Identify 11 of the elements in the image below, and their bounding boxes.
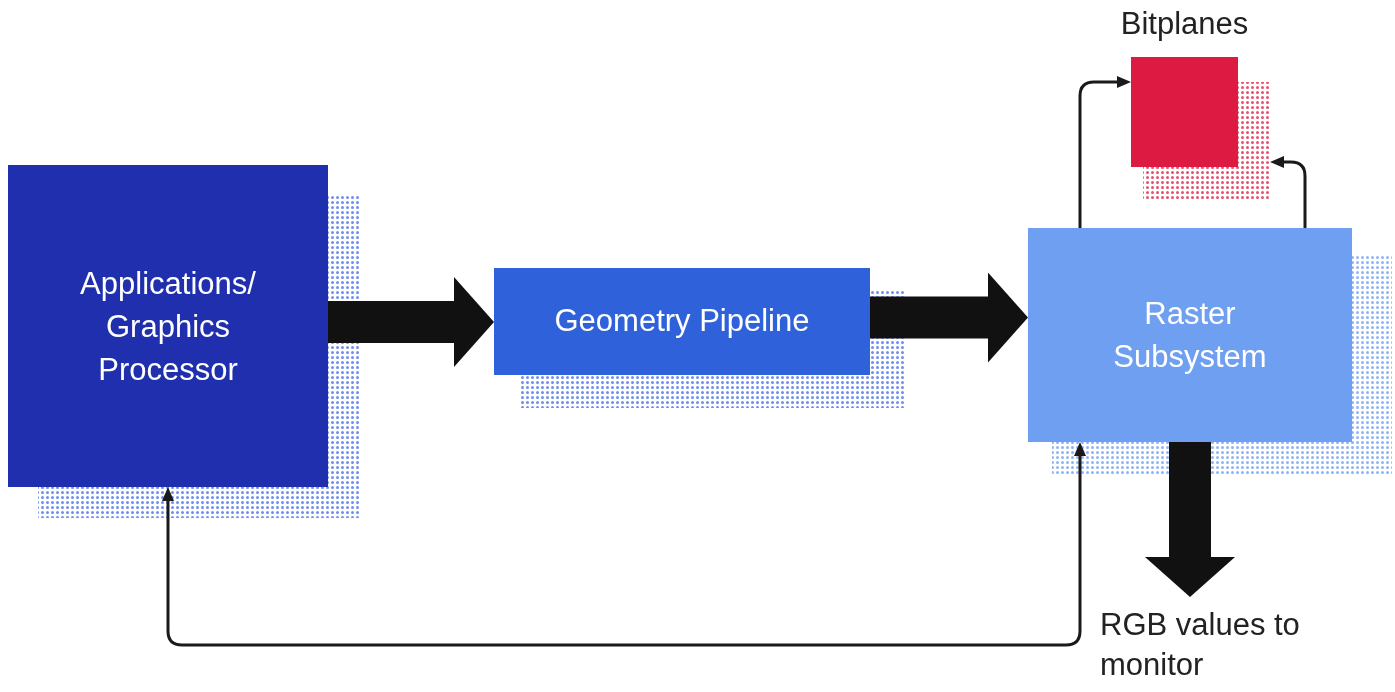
processor-box: Applications/ Graphics Processor: [8, 165, 328, 487]
pipeline-box: Geometry Pipeline: [494, 268, 870, 375]
raster-box: Raster Subsystem: [1028, 228, 1352, 442]
arrow: [328, 277, 494, 367]
arrow: [162, 442, 1086, 647]
arrow: [1145, 442, 1235, 597]
output-label: RGB values to monitor: [1100, 605, 1340, 689]
arrow: [1270, 156, 1307, 228]
arrow: [870, 272, 1028, 363]
heading: Bitplanes: [1120, 4, 1249, 43]
arrow: [1078, 76, 1131, 228]
